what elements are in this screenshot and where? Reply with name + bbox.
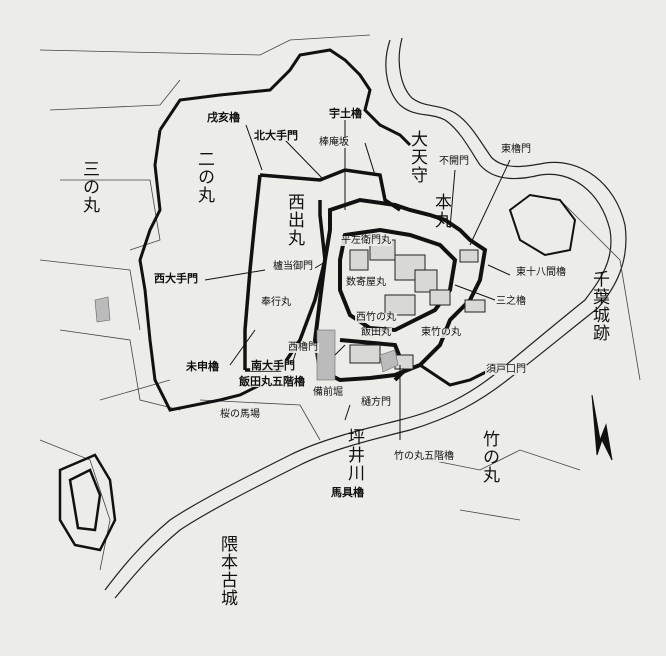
- label-kita-otemon: 北大手門: [253, 129, 299, 142]
- area-sannomaru: 三の丸: [79, 160, 99, 214]
- area-honmaru: 本丸: [431, 193, 451, 229]
- label-todomemon: 櫨当御門: [272, 261, 314, 272]
- label-sukiyamaru2: 数寄屋丸: [345, 277, 387, 288]
- label-sudoguchimon: 須戸口門: [485, 364, 527, 375]
- outer-walls: [138, 48, 412, 412]
- area-kumamotokojo: 隈本古城: [217, 535, 237, 607]
- label-inui-yagura: 戌亥櫓: [206, 111, 241, 124]
- chiba-castle-site: [508, 193, 577, 257]
- label-nishi-otemon: 西大手門: [153, 272, 199, 285]
- area-nishidemaru: 西出丸: [284, 193, 304, 247]
- label-higashi-juhachiken: 東十八間櫓: [515, 267, 567, 278]
- label-nishi-takenomaru: 西竹の丸: [355, 312, 397, 323]
- area-chibajoseki: 千葉城跡: [589, 270, 609, 342]
- label-minami-otemon: 南大手門: [250, 359, 296, 372]
- label-uto-yagura: 宇土櫓: [328, 107, 363, 120]
- label-hirazaemon: 平左衛門丸: [340, 235, 392, 246]
- label-iidamaru-gokai: 飯田丸五階櫓: [238, 375, 306, 388]
- label-takenomaru-gokai: 竹の丸五階櫓: [393, 451, 455, 462]
- label-higashi-takenomaru: 東竹の丸: [420, 327, 462, 338]
- label-sannoyagura: 三之櫓: [495, 296, 527, 307]
- street-lines: [39, 34, 641, 571]
- label-bizenbori: 備前堀: [312, 387, 344, 398]
- label-sukiyamaru: 棒庵坂: [318, 137, 350, 148]
- label-iidamaru: 飯田丸: [360, 327, 392, 338]
- area-ninomaru: 二の丸: [194, 150, 214, 204]
- moat-hatch: [94, 296, 399, 381]
- label-fukaimon: 不開門: [438, 156, 470, 167]
- river-lines: [104, 37, 627, 599]
- area-takenomaru: 竹の丸: [479, 430, 499, 484]
- label-sumikatamon: 樋方門: [360, 397, 392, 408]
- label-higashi-yaguramon: 東櫓門: [500, 144, 532, 155]
- area-sakuranobaba: 桜の馬場: [220, 409, 260, 420]
- area-bugyomaru: 奉行丸: [260, 297, 292, 308]
- area-daitenshu: 大天守: [407, 130, 427, 184]
- north-arrow: [591, 394, 613, 461]
- honmaru-buildings: [349, 239, 486, 370]
- takenomaru-wall: [419, 363, 491, 387]
- label-hitsujisaru: 未申櫓: [185, 360, 220, 373]
- label-nishi-yaguramon: 西櫓門: [287, 342, 319, 353]
- area-tsuboigawa: 坪井川: [344, 428, 364, 482]
- label-uma-yagura: 馬具櫓: [330, 486, 365, 499]
- kumamoto-old-castle: [58, 453, 117, 552]
